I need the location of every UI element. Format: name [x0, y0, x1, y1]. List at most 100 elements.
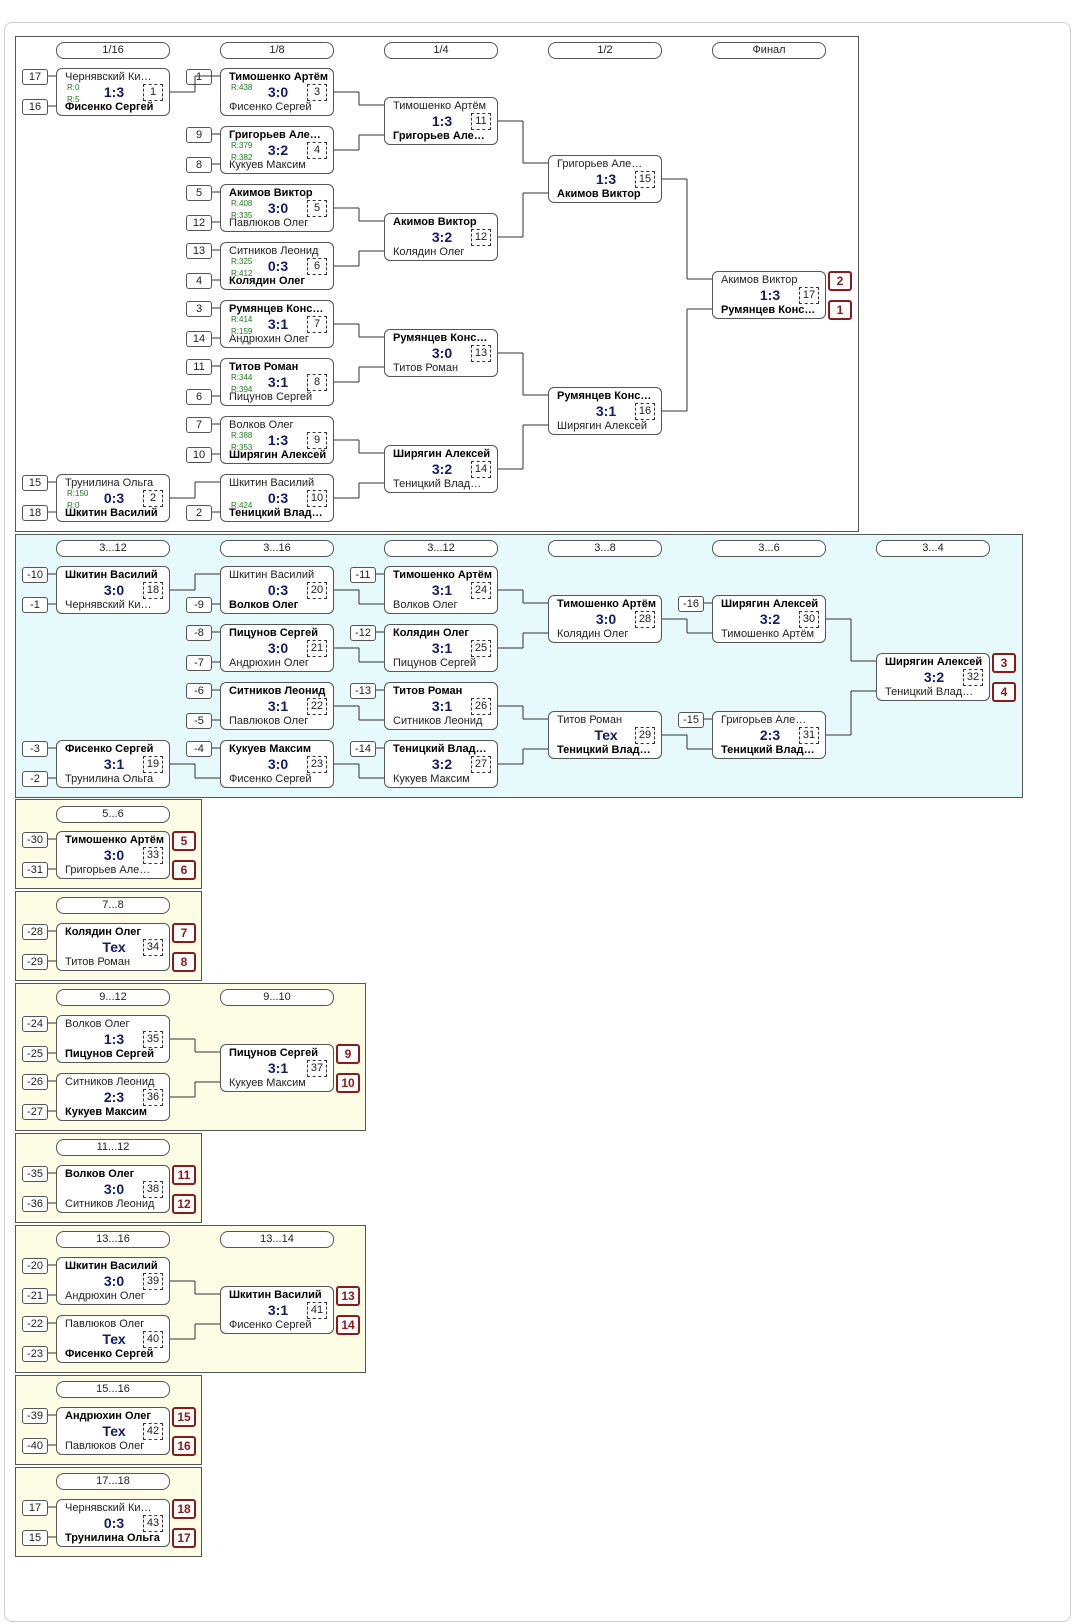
rating-bottom: R:0 — [67, 501, 80, 510]
seed-bottom: -36 — [22, 1196, 48, 1212]
round-header: 7...8 — [56, 897, 170, 914]
player-top: Кукуев Максим — [229, 743, 312, 755]
player-top: Ситников Леонид — [229, 685, 326, 697]
seed-top: -8 — [186, 625, 212, 641]
player-top: Титов Роман — [229, 361, 299, 373]
match-number: 2 — [143, 490, 163, 507]
rating-top: R:438 — [231, 83, 253, 92]
match-score: 3:2 — [431, 461, 453, 477]
seed-bottom: 14 — [186, 331, 212, 347]
player-bottom: Кукуев Максим — [229, 159, 306, 171]
match-score: 3:0 — [431, 345, 453, 361]
player-top: Григорьев Але… — [557, 158, 643, 170]
seed-top: -6 — [186, 683, 212, 699]
round-header: 17...18 — [56, 1473, 170, 1490]
match-number: 14 — [471, 461, 491, 478]
match-score: 3:1 — [267, 1060, 289, 1076]
match-score: 0:3 — [103, 490, 125, 506]
rating-bottom: R:159 — [231, 327, 253, 336]
match-number: 4 — [307, 142, 327, 159]
player-bottom: Теницкий Влад… — [721, 744, 815, 756]
match-score: Тех — [102, 1423, 126, 1439]
seed-top: -39 — [22, 1408, 48, 1424]
match-number: 1 — [143, 84, 163, 101]
match-number: 36 — [143, 1089, 163, 1106]
player-top: Шкитин Василий — [65, 569, 158, 581]
player-bottom: Теницкий Влад… — [229, 507, 323, 519]
rating-top: R:0 — [67, 83, 80, 92]
player-top: Тимошенко Артём — [393, 100, 487, 112]
player-top: Пицунов Сергей — [229, 627, 318, 639]
player-bottom: Колядин Олег — [557, 628, 629, 640]
match-number: 40 — [143, 1331, 163, 1348]
seed-top: 15 — [22, 475, 48, 491]
player-bottom: Пицунов Сергей — [229, 391, 313, 403]
match-number: 38 — [143, 1181, 163, 1198]
match-score: 3:2 — [267, 142, 289, 158]
player-bottom: Акимов Виктор — [557, 188, 641, 200]
place-top: 7 — [172, 923, 196, 943]
match-score: 3:1 — [431, 640, 453, 656]
round-header: 1/4 — [384, 42, 498, 59]
match-number: 29 — [635, 727, 655, 744]
match-number: 5 — [307, 200, 327, 217]
place-top: 13 — [336, 1286, 360, 1306]
match-score: 3:1 — [267, 1302, 289, 1318]
player-bottom: Пицунов Сергей — [65, 1048, 154, 1060]
player-bottom: Андрюхин Олег — [229, 333, 309, 345]
seed-top: -26 — [22, 1074, 48, 1090]
seed-bottom: -21 — [22, 1288, 48, 1304]
match-score: 3:0 — [267, 84, 289, 100]
player-bottom: Кукуев Максим — [65, 1106, 148, 1118]
seed-top: -15 — [678, 712, 704, 728]
seed-top: 9 — [186, 127, 212, 143]
player-bottom: Ширягин Алексей — [557, 420, 648, 432]
seed-bottom: 2 — [186, 505, 212, 521]
match-number: 33 — [143, 847, 163, 864]
player-bottom: Андрюхин Олег — [229, 657, 309, 669]
